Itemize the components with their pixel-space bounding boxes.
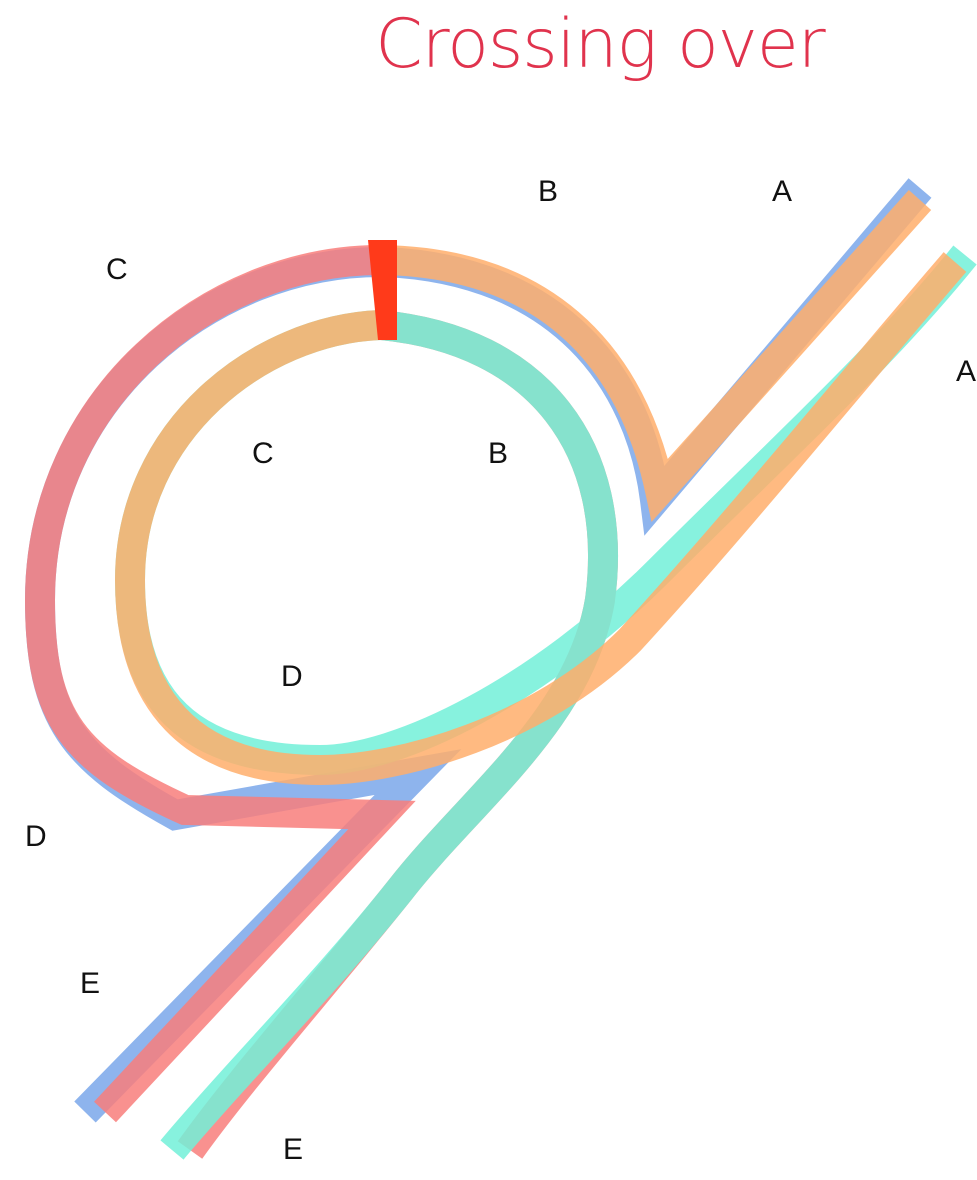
inner-label-e: E [283, 1133, 303, 1166]
chiasma-marker [368, 240, 397, 340]
inner-label-d: D [281, 660, 303, 693]
slide-title: Crossing over [375, 5, 825, 84]
outer-label-c: C [106, 253, 128, 286]
outer-label-e: E [80, 967, 100, 1000]
outer-label-d: D [25, 820, 47, 853]
inner-label-a: A [956, 355, 976, 388]
outer-label-b: B [538, 175, 558, 208]
outer-label-a: A [772, 175, 792, 208]
inner-label-c: C [252, 437, 274, 470]
inner-label-b: B [488, 437, 508, 470]
inner-chromatid-orange [114, 189, 967, 786]
